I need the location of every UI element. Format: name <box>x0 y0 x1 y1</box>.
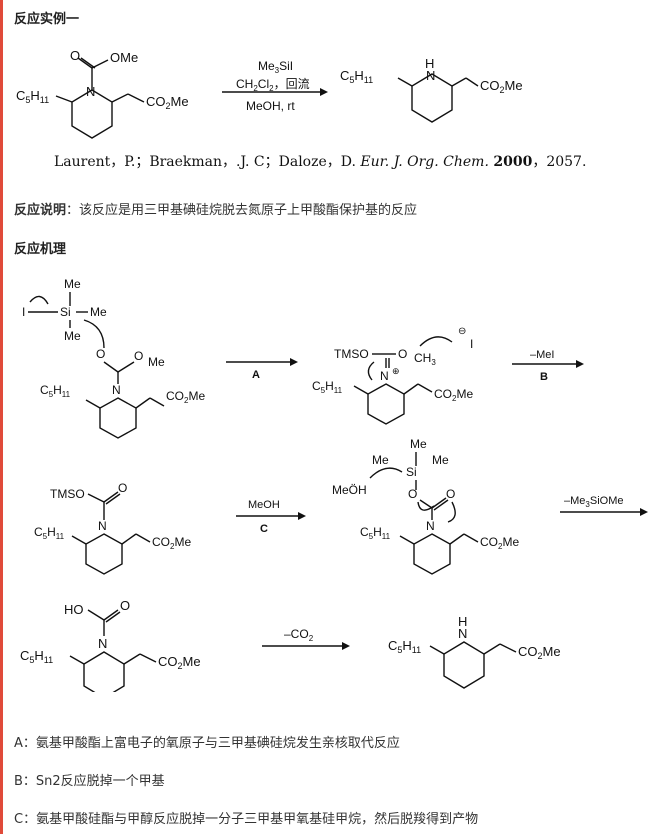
carbonyl-o: O <box>70 48 80 63</box>
ome-label: OMe <box>110 50 138 65</box>
co2me-label-product: CO2Me <box>480 78 523 95</box>
me-bottom: Me <box>64 329 81 343</box>
note-b: B：Sn2反应脱掉一个甲基 <box>14 774 165 789</box>
arrow-loss-me3siome: –Me3SiOMe <box>560 495 648 516</box>
c5h11-mech1: C5H11 <box>40 383 71 399</box>
arrow-decarboxylation: –CO2 <box>262 627 350 650</box>
svg-text:CO2Me: CO2Me <box>518 644 561 661</box>
final-product: H N C5H11 CO2Me <box>388 614 561 689</box>
svg-text:C5H11: C5H11 <box>312 379 343 395</box>
silyl-carbamate: TMSO O N C5H11 CO2Me <box>34 481 191 575</box>
heading-example: 反应实例一 <box>14 12 80 27</box>
svg-text:C5H11: C5H11 <box>34 525 65 541</box>
mechanism-start: Me Si Me Me I O O Me N C5H11 CO2Me <box>22 277 205 439</box>
svg-text:C: C <box>260 523 268 535</box>
svg-text:CO2Me: CO2Me <box>434 387 473 403</box>
svg-text:N: N <box>98 636 107 651</box>
svg-text:–Me3SiOMe: –Me3SiOMe <box>564 495 623 509</box>
arrow-step-b: –MeI B <box>512 349 584 383</box>
svg-text:MeÖH: MeÖH <box>332 483 367 497</box>
svg-text:Me: Me <box>372 453 389 467</box>
svg-text:C5H11: C5H11 <box>20 648 53 665</box>
c5h11-label: C5H11 <box>16 88 49 105</box>
o-ester: O <box>134 349 143 363</box>
svg-text:–MeI: –MeI <box>530 349 554 361</box>
svg-text:O: O <box>398 347 407 361</box>
nh-label: N <box>426 68 435 83</box>
svg-text:CO2Me: CO2Me <box>158 654 201 671</box>
carbamic-acid: HO O N C5H11 CO2Me <box>20 598 201 692</box>
literature-reference: Laurent，P.；Braekman，.J. C；Daloze，D. Eur.… <box>54 154 587 170</box>
me-right: Me <box>90 305 107 319</box>
svg-text:CO2Me: CO2Me <box>480 535 519 551</box>
svg-text:HO: HO <box>64 602 84 617</box>
svg-text:Me: Me <box>432 453 449 467</box>
intermediate-silyl-oxonium: TMSO O CH3 ⊖ I N ⊕ C5H11 CO2Me <box>312 326 473 425</box>
svg-text:N: N <box>380 369 389 383</box>
svg-text:I: I <box>470 337 473 351</box>
reagent-meoh: MeOH, rt <box>246 99 295 113</box>
note-a: A：氨基甲酸酯上富电子的氧原子与三甲基碘硅烷发生亲核取代反应 <box>14 736 400 751</box>
iodide-label: I <box>22 305 25 319</box>
co2me-label: CO2Me <box>146 94 189 111</box>
note-c: C：氨基甲酸硅酯与甲醇反应脱掉一分子三甲基甲氧基硅甲烷，然后脱羧得到产物 <box>14 812 479 827</box>
co2me-mech1: CO2Me <box>166 389 205 405</box>
product-top: H N C5H11 CO2Me <box>340 56 523 123</box>
svg-text:C5H11: C5H11 <box>388 638 421 655</box>
n-mech1: N <box>112 383 121 397</box>
svg-text:O: O <box>118 481 127 495</box>
svg-text:CH3: CH3 <box>414 351 436 367</box>
reaction-arrow-main: Me3SiI CH2Cl2，回流 MeOH, rt <box>222 59 328 113</box>
svg-text:N: N <box>458 626 467 641</box>
n-label: N <box>86 84 95 99</box>
svg-text:C5H11: C5H11 <box>360 525 391 541</box>
svg-text:A: A <box>252 369 260 381</box>
reagent-me3sii: Me3SiI <box>258 59 293 75</box>
reagent-ch2cl2: CH2Cl2，回流 <box>236 77 310 93</box>
svg-text:TMSO: TMSO <box>334 347 369 361</box>
starting-material: O OMe N C5H11 CO2Me <box>16 48 189 139</box>
heading-mechanism: 反应机理 <box>14 242 67 257</box>
accent-bar <box>0 0 3 834</box>
svg-text:MeOH: MeOH <box>248 499 280 511</box>
arrow-step-a: A <box>226 358 298 381</box>
svg-text:⊖: ⊖ <box>458 326 466 337</box>
reaction-description: 反应说明：该反应是用三甲基碘硅烷脱去氮原子上甲酸酯保护基的反应 <box>14 203 418 218</box>
svg-text:N: N <box>98 519 107 533</box>
arrow-step-c: MeOH C <box>236 499 306 535</box>
mechanism-scheme: Me Si Me Me I O O Me N C5H11 CO2Me A TMS… <box>20 277 648 692</box>
svg-text:⊕: ⊕ <box>392 366 400 376</box>
intermediate-methanolysis: Me Me Me Si MeÖH O O N C5H11 CO2Me <box>332 437 519 575</box>
me-top: Me <box>64 277 81 291</box>
svg-text:O: O <box>446 487 455 501</box>
svg-text:O: O <box>120 598 130 613</box>
svg-text:Me: Me <box>410 437 427 451</box>
svg-text:N: N <box>426 519 435 533</box>
svg-text:–CO2: –CO2 <box>284 627 314 643</box>
svg-text:TMSO: TMSO <box>50 487 85 501</box>
svg-text:Si: Si <box>406 465 417 479</box>
svg-text:H: H <box>458 614 467 629</box>
svg-text:B: B <box>540 371 548 383</box>
reaction-scheme-overview: O OMe N C5H11 CO2Me Me3SiI CH2Cl2，回流 MeO… <box>16 48 523 139</box>
si-label: Si <box>60 305 71 319</box>
h-label: H <box>425 56 434 71</box>
me-ester: Me <box>148 355 165 369</box>
svg-text:O: O <box>408 487 417 501</box>
o-carbonyl: O <box>96 347 105 361</box>
c5h11-label-product: C5H11 <box>340 68 373 85</box>
svg-text:CO2Me: CO2Me <box>152 535 191 551</box>
